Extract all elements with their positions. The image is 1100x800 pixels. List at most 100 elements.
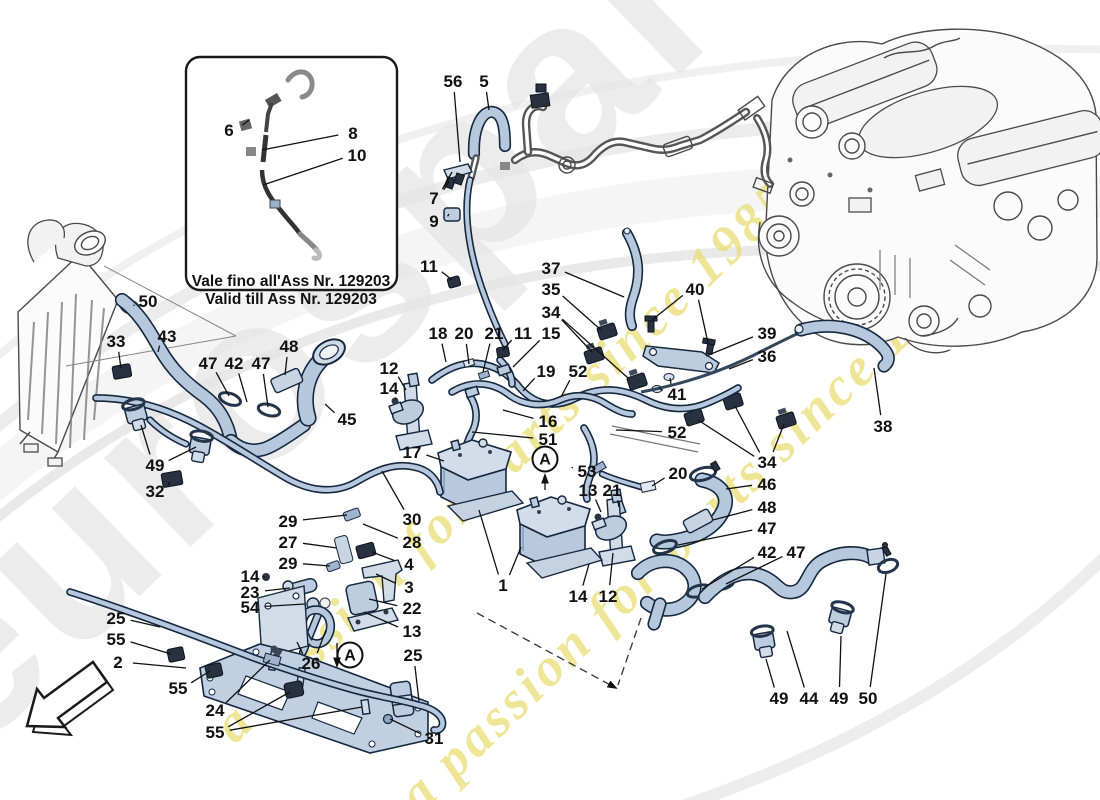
- callout-label-4[interactable]: 4: [404, 555, 414, 574]
- callout-label-48[interactable]: 48: [280, 337, 299, 356]
- callout-label-27[interactable]: 27: [279, 533, 298, 552]
- carbon-canister-2: [516, 495, 603, 579]
- leader-line-48: [712, 508, 753, 521]
- callout-label-45[interactable]: 45: [338, 410, 357, 429]
- callout-label-13[interactable]: 13: [403, 622, 422, 641]
- callout-label-14[interactable]: 14: [569, 587, 588, 606]
- callout-label-55[interactable]: 55: [206, 723, 225, 742]
- callout-label-6[interactable]: 6: [224, 121, 233, 140]
- callout-label-55[interactable]: 55: [107, 630, 126, 649]
- callout-label-42[interactable]: 42: [758, 543, 777, 562]
- callout-label-8[interactable]: 8: [348, 124, 357, 143]
- callout-label-35[interactable]: 35: [542, 280, 561, 299]
- leader-line-21: [617, 500, 620, 508]
- callout-label-5[interactable]: 5: [479, 72, 488, 91]
- callout-label-47[interactable]: 47: [199, 354, 218, 373]
- leader-line-47: [262, 373, 269, 408]
- detail-reference-dash-2: [617, 617, 642, 686]
- callout-label-23[interactable]: 23: [241, 583, 260, 602]
- callout-label-19[interactable]: 19: [537, 362, 556, 381]
- leader-line-34: [697, 419, 755, 457]
- callout-label-43[interactable]: 43: [158, 327, 177, 346]
- detail-a-markers: AA: [333, 445, 559, 669]
- callout-label-34[interactable]: 34: [758, 453, 777, 472]
- callout-label-14[interactable]: 14: [241, 567, 260, 586]
- callout-label-50[interactable]: 50: [859, 689, 878, 708]
- callout-label-22[interactable]: 22: [403, 599, 422, 618]
- leader-line-47: [677, 529, 753, 546]
- callout-label-49[interactable]: 49: [146, 456, 165, 475]
- callout-label-39[interactable]: 39: [758, 324, 777, 343]
- leader-line-29: [302, 514, 348, 521]
- leader-line-14: [582, 563, 590, 586]
- callout-label-49[interactable]: 49: [830, 689, 849, 708]
- callout-label-28[interactable]: 28: [403, 533, 422, 552]
- callout-label-36[interactable]: 36: [758, 347, 777, 366]
- callout-label-25[interactable]: 25: [107, 609, 126, 628]
- callout-label-46[interactable]: 46: [758, 475, 777, 494]
- valve-49b: [823, 598, 857, 637]
- callout-label-29[interactable]: 29: [279, 512, 298, 531]
- callout-label-11[interactable]: 11: [514, 324, 532, 343]
- callout-label-1[interactable]: 1: [498, 576, 507, 595]
- callout-label-32[interactable]: 32: [146, 482, 165, 501]
- callout-label-48[interactable]: 48: [758, 498, 777, 517]
- callout-label-3[interactable]: 3: [404, 578, 413, 597]
- callout-label-49[interactable]: 49: [770, 689, 789, 708]
- callout-label-16[interactable]: 16: [539, 412, 558, 431]
- callout-label-9[interactable]: 9: [429, 212, 438, 231]
- callout-label-56[interactable]: 56: [444, 72, 463, 91]
- callout-label-13[interactable]: 13: [579, 481, 598, 500]
- callout-label-38[interactable]: 38: [874, 417, 893, 436]
- callout-label-47[interactable]: 47: [252, 354, 271, 373]
- callout-label-31[interactable]: 31: [425, 729, 444, 748]
- callout-label-52[interactable]: 52: [569, 362, 588, 381]
- callout-label-51[interactable]: 51: [539, 430, 558, 449]
- callout-label-10[interactable]: 10: [348, 146, 367, 165]
- detail-marker-circle-A0: [531, 445, 559, 473]
- callout-label-25[interactable]: 25: [404, 646, 423, 665]
- leader-line-34: [772, 423, 785, 453]
- callout-label-37[interactable]: 37: [542, 259, 561, 278]
- callout-label-18[interactable]: 18: [429, 324, 448, 343]
- vacuum-tube-bundle: [428, 345, 742, 516]
- callout-label-26[interactable]: 26: [302, 654, 321, 673]
- callout-label-52[interactable]: 52: [668, 423, 687, 442]
- leader-line-16: [502, 409, 534, 420]
- callout-label-44[interactable]: 44: [800, 689, 819, 708]
- callout-label-30[interactable]: 30: [403, 510, 422, 529]
- callout-label-21[interactable]: 21: [485, 324, 504, 343]
- callout-label-33[interactable]: 33: [107, 332, 126, 351]
- callout-label-12[interactable]: 12: [380, 359, 399, 378]
- callout-label-40[interactable]: 40: [686, 280, 705, 299]
- callout-label-47[interactable]: 47: [787, 543, 806, 562]
- callout-label-41[interactable]: 41: [668, 385, 687, 404]
- callout-label-55[interactable]: 55: [169, 679, 188, 698]
- callout-label-20[interactable]: 20: [669, 464, 688, 483]
- leader-line-4: [371, 551, 395, 562]
- callout-label-47[interactable]: 47: [758, 519, 777, 538]
- callout-label-34[interactable]: 34: [542, 303, 561, 322]
- callout-label-12[interactable]: 12: [599, 587, 618, 606]
- callout-label-15[interactable]: 15: [542, 324, 561, 343]
- leader-line-29: [302, 563, 331, 567]
- callout-label-20[interactable]: 20: [455, 324, 474, 343]
- callout-label-2[interactable]: 2: [113, 653, 122, 672]
- callout-label-21[interactable]: 21: [603, 481, 622, 500]
- callout-label-11[interactable]: 11: [420, 257, 438, 276]
- callout-label-50[interactable]: 50: [139, 292, 158, 311]
- callout-label-14[interactable]: 14: [380, 379, 399, 398]
- leader-line-11: [441, 271, 453, 281]
- callout-label-54[interactable]: 54: [241, 598, 260, 617]
- callout-label-17[interactable]: 17: [403, 443, 422, 462]
- elbow-hose-46-48-47: [649, 460, 734, 556]
- callout-label-42[interactable]: 42: [225, 354, 244, 373]
- detail-marker-label: A: [344, 648, 356, 665]
- leader-line-30: [381, 470, 405, 511]
- callout-label-24[interactable]: 24: [206, 701, 225, 720]
- leader-line-13: [363, 611, 399, 628]
- callout-label-7[interactable]: 7: [429, 189, 438, 208]
- callout-label-53[interactable]: 53: [578, 462, 597, 481]
- leader-line-49: [140, 424, 151, 455]
- callout-label-29[interactable]: 29: [279, 554, 298, 573]
